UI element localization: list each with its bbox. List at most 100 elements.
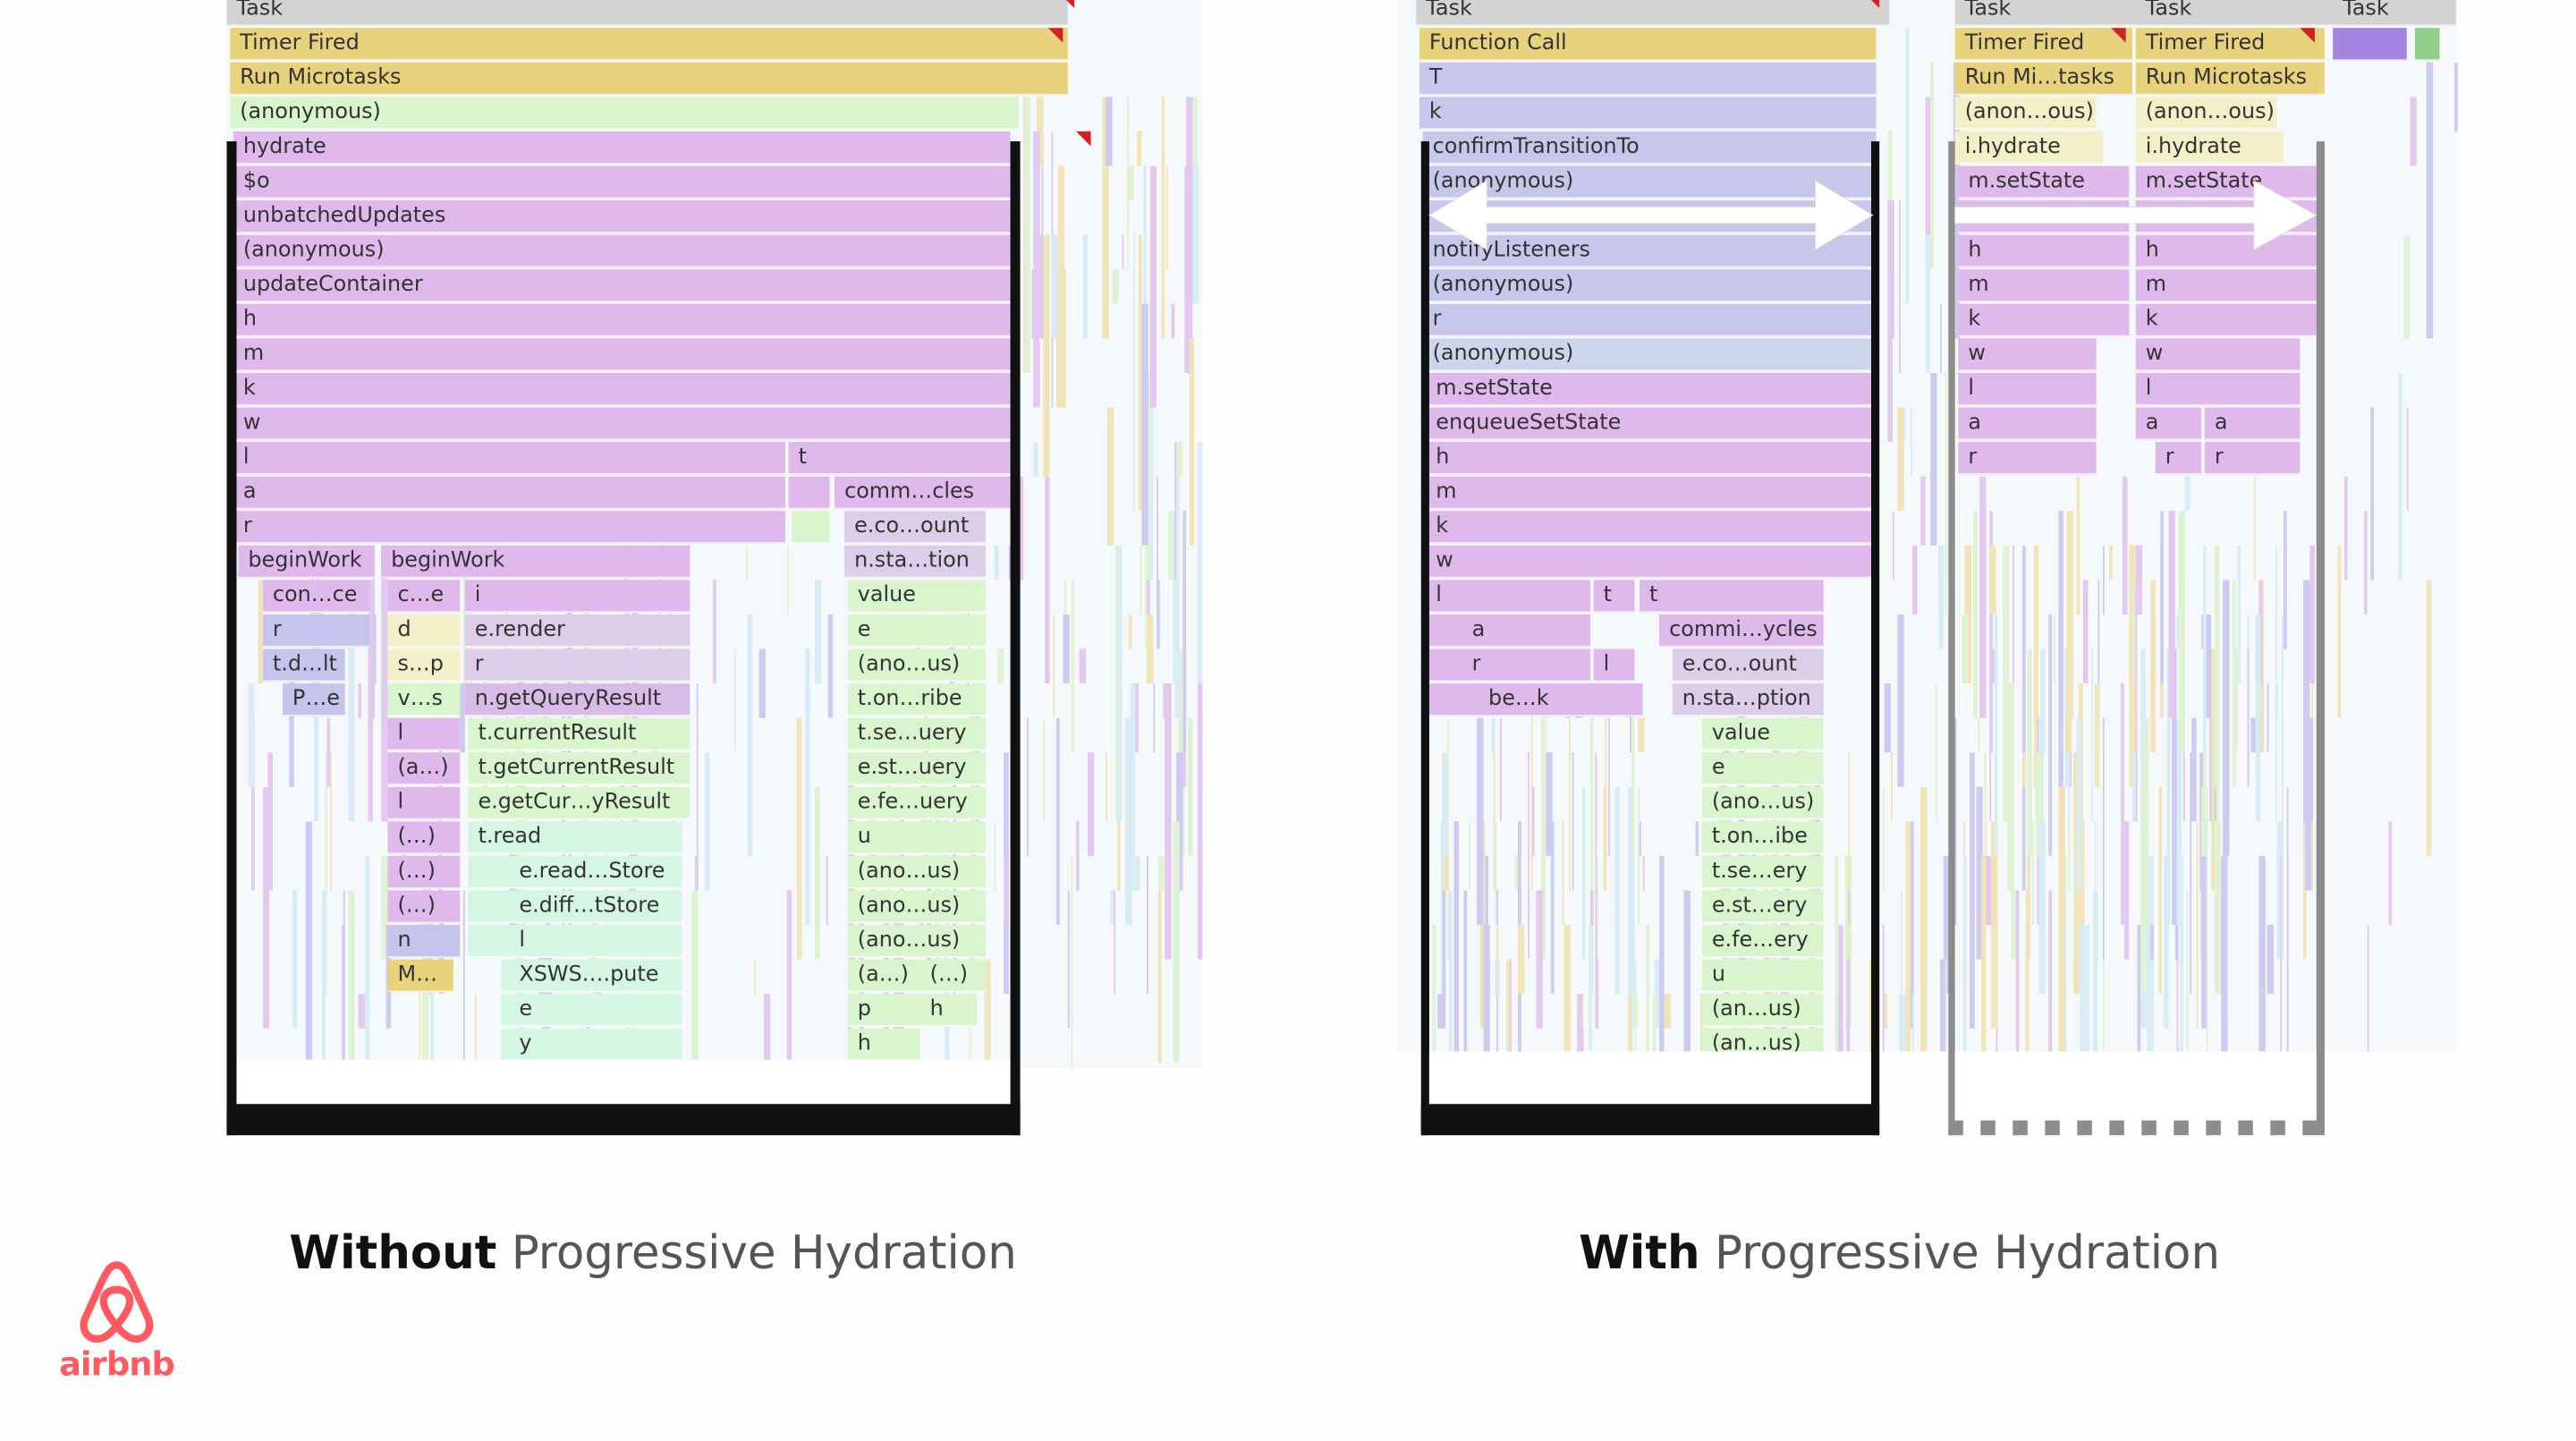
flame-bar[interactable]: e.diff…tStore — [468, 890, 682, 924]
flame-bar[interactable]: (ano…us) — [1701, 786, 1824, 820]
flame-bar[interactable]: e.getCur…yResult — [468, 786, 691, 820]
flame-bar[interactable]: n.sta…tion — [844, 545, 987, 579]
flame-bar[interactable]: T — [1419, 62, 1877, 96]
flame-bar[interactable]: m — [2135, 269, 2317, 302]
flame-bar[interactable]: a — [2135, 407, 2202, 441]
flame-bar[interactable]: Timer Fired — [1954, 28, 2133, 61]
flame-bar[interactable]: t.on…ibe — [1701, 821, 1824, 855]
flame-bar[interactable]: (a…) — [847, 959, 920, 993]
flame-bar[interactable]: enqueueSetState — [1426, 407, 1873, 441]
flame-bar[interactable] — [2414, 28, 2440, 61]
flame-bar[interactable]: beginWork — [381, 545, 691, 579]
flame-bar[interactable]: e.fe…ery — [1701, 925, 1824, 958]
flame-bar[interactable]: Run Microtasks — [2135, 62, 2325, 96]
flame-bar[interactable]: e — [847, 614, 987, 648]
flame-bar[interactable]: a — [1426, 614, 1590, 648]
flame-bar[interactable]: t — [1640, 580, 1824, 614]
flame-bar[interactable]: l — [387, 717, 461, 751]
flame-bar[interactable]: e.co…ount — [844, 511, 987, 544]
flame-bar[interactable]: Task — [1416, 0, 1890, 27]
flame-bar[interactable]: Task — [2333, 0, 2456, 27]
flame-bar[interactable]: hydrate — [233, 131, 1011, 165]
flame-bar[interactable] — [2333, 28, 2407, 61]
flame-bar[interactable]: m.setState — [2135, 165, 2317, 199]
flame-bar[interactable]: beginWork — [238, 545, 375, 579]
flame-bar[interactable]: Run Mi…tasks — [1954, 62, 2133, 96]
flame-bar[interactable]: (…) — [919, 959, 987, 993]
flame-bar[interactable]: t — [1593, 580, 1635, 614]
flame-bar[interactable]: a — [2204, 407, 2301, 441]
flame-bar[interactable]: a — [233, 476, 785, 510]
flame-bar[interactable]: l — [1593, 648, 1635, 682]
flame-bar[interactable]: r — [464, 648, 691, 682]
flame-bar[interactable]: (a…) — [387, 752, 461, 785]
flame-bar[interactable]: t.read — [468, 821, 682, 855]
flame-bar[interactable]: u — [1701, 959, 1824, 993]
flame-bar[interactable]: commi…ycles — [1659, 614, 1824, 648]
flame-bar[interactable]: l — [2135, 372, 2301, 406]
flame-bar[interactable]: k — [1419, 97, 1877, 131]
flame-bar[interactable]: e.render — [464, 614, 691, 648]
flame-bar[interactable]: r — [1958, 442, 2097, 475]
flame-bar[interactable]: notifyListeners — [1422, 234, 1877, 268]
flame-bar[interactable]: e.st…ery — [1701, 890, 1824, 924]
flame-bar[interactable]: (anonymous) — [230, 97, 1019, 131]
flame-bar[interactable]: r — [1422, 303, 1877, 337]
flame-bar[interactable]: e.read…Store — [468, 855, 682, 889]
flame-bar[interactable]: r — [262, 614, 370, 648]
flame-bar[interactable]: l — [468, 925, 682, 958]
flame-bar[interactable]: m — [1426, 476, 1873, 510]
flame-bar[interactable]: be…k — [1426, 683, 1643, 716]
flame-bar[interactable]: value — [847, 580, 987, 614]
flame-bar[interactable]: k — [233, 372, 1011, 406]
flame-bar[interactable]: m.setState — [1426, 372, 1873, 406]
flame-bar[interactable]: h — [233, 303, 1011, 337]
flame-bar[interactable]: e — [1701, 752, 1824, 785]
flame-bar[interactable]: Timer Fired — [230, 28, 1068, 61]
flame-bar[interactable]: r — [1426, 648, 1590, 682]
flame-bar[interactable]: m — [1958, 269, 2130, 302]
flame-bar[interactable]: (anon…ous) — [2135, 97, 2277, 131]
flame-bar[interactable]: (…) — [387, 855, 461, 889]
flame-bar[interactable]: (anon…ous) — [1954, 97, 2097, 131]
flame-bar[interactable]: y — [501, 1028, 682, 1062]
flame-bar[interactable]: M… — [387, 959, 453, 993]
flame-bar[interactable]: v…s — [387, 683, 461, 716]
flame-bar[interactable]: m — [233, 338, 1011, 372]
flame-bar[interactable]: k — [2135, 303, 2317, 337]
flame-bar[interactable]: i.hydrate — [2135, 131, 2284, 165]
flame-bar[interactable]: comm…cles — [835, 476, 1011, 510]
flame-bar[interactable]: (ano…us) — [847, 648, 987, 682]
flame-bar[interactable]: w — [1426, 545, 1873, 579]
flame-bar[interactable]: t.getCurrentResult — [468, 752, 691, 785]
flame-bar[interactable]: r — [2155, 442, 2202, 475]
flame-bar[interactable]: XSWS….pute — [501, 959, 682, 993]
flame-bar[interactable]: p — [847, 994, 920, 1027]
flame-bar[interactable]: Run Microtasks — [230, 62, 1068, 96]
flame-bar[interactable]: (anonymous) — [1422, 338, 1877, 372]
flame-bar[interactable]: t — [788, 442, 1011, 475]
flame-bar[interactable]: c…e — [387, 580, 461, 614]
flame-bar[interactable] — [788, 476, 830, 510]
flame-bar[interactable]: t.se…uery — [847, 717, 987, 751]
flame-bar[interactable]: unbatchedUpdates — [233, 200, 1011, 233]
flame-bar[interactable]: (anonymous) — [1422, 269, 1877, 302]
flame-bar[interactable]: a — [1958, 407, 2097, 441]
flame-bar[interactable]: (anonymous) — [233, 234, 1011, 268]
flame-bar[interactable]: Task — [226, 0, 1068, 27]
flame-bar[interactable]: d — [387, 614, 461, 648]
flame-bar[interactable]: r — [233, 511, 785, 544]
flame-bar[interactable]: P…e — [282, 683, 345, 716]
flame-bar[interactable]: e.fe…uery — [847, 786, 987, 820]
flame-bar[interactable]: e.st…uery — [847, 752, 987, 785]
flame-bar[interactable]: t.d…lt — [262, 648, 345, 682]
flame-bar[interactable]: h — [1958, 234, 2130, 268]
flame-bar[interactable]: con…ce — [262, 580, 370, 614]
flame-bar[interactable]: m.setState — [1958, 165, 2130, 199]
flame-bar[interactable]: n.getQueryResult — [464, 683, 691, 716]
flame-bar[interactable]: (ano…us) — [847, 890, 987, 924]
flame-bar[interactable]: k — [1958, 303, 2130, 337]
flame-bar[interactable]: k — [1426, 511, 1873, 544]
flame-bar[interactable]: l — [233, 442, 785, 475]
flame-bar[interactable]: (…) — [387, 890, 461, 924]
